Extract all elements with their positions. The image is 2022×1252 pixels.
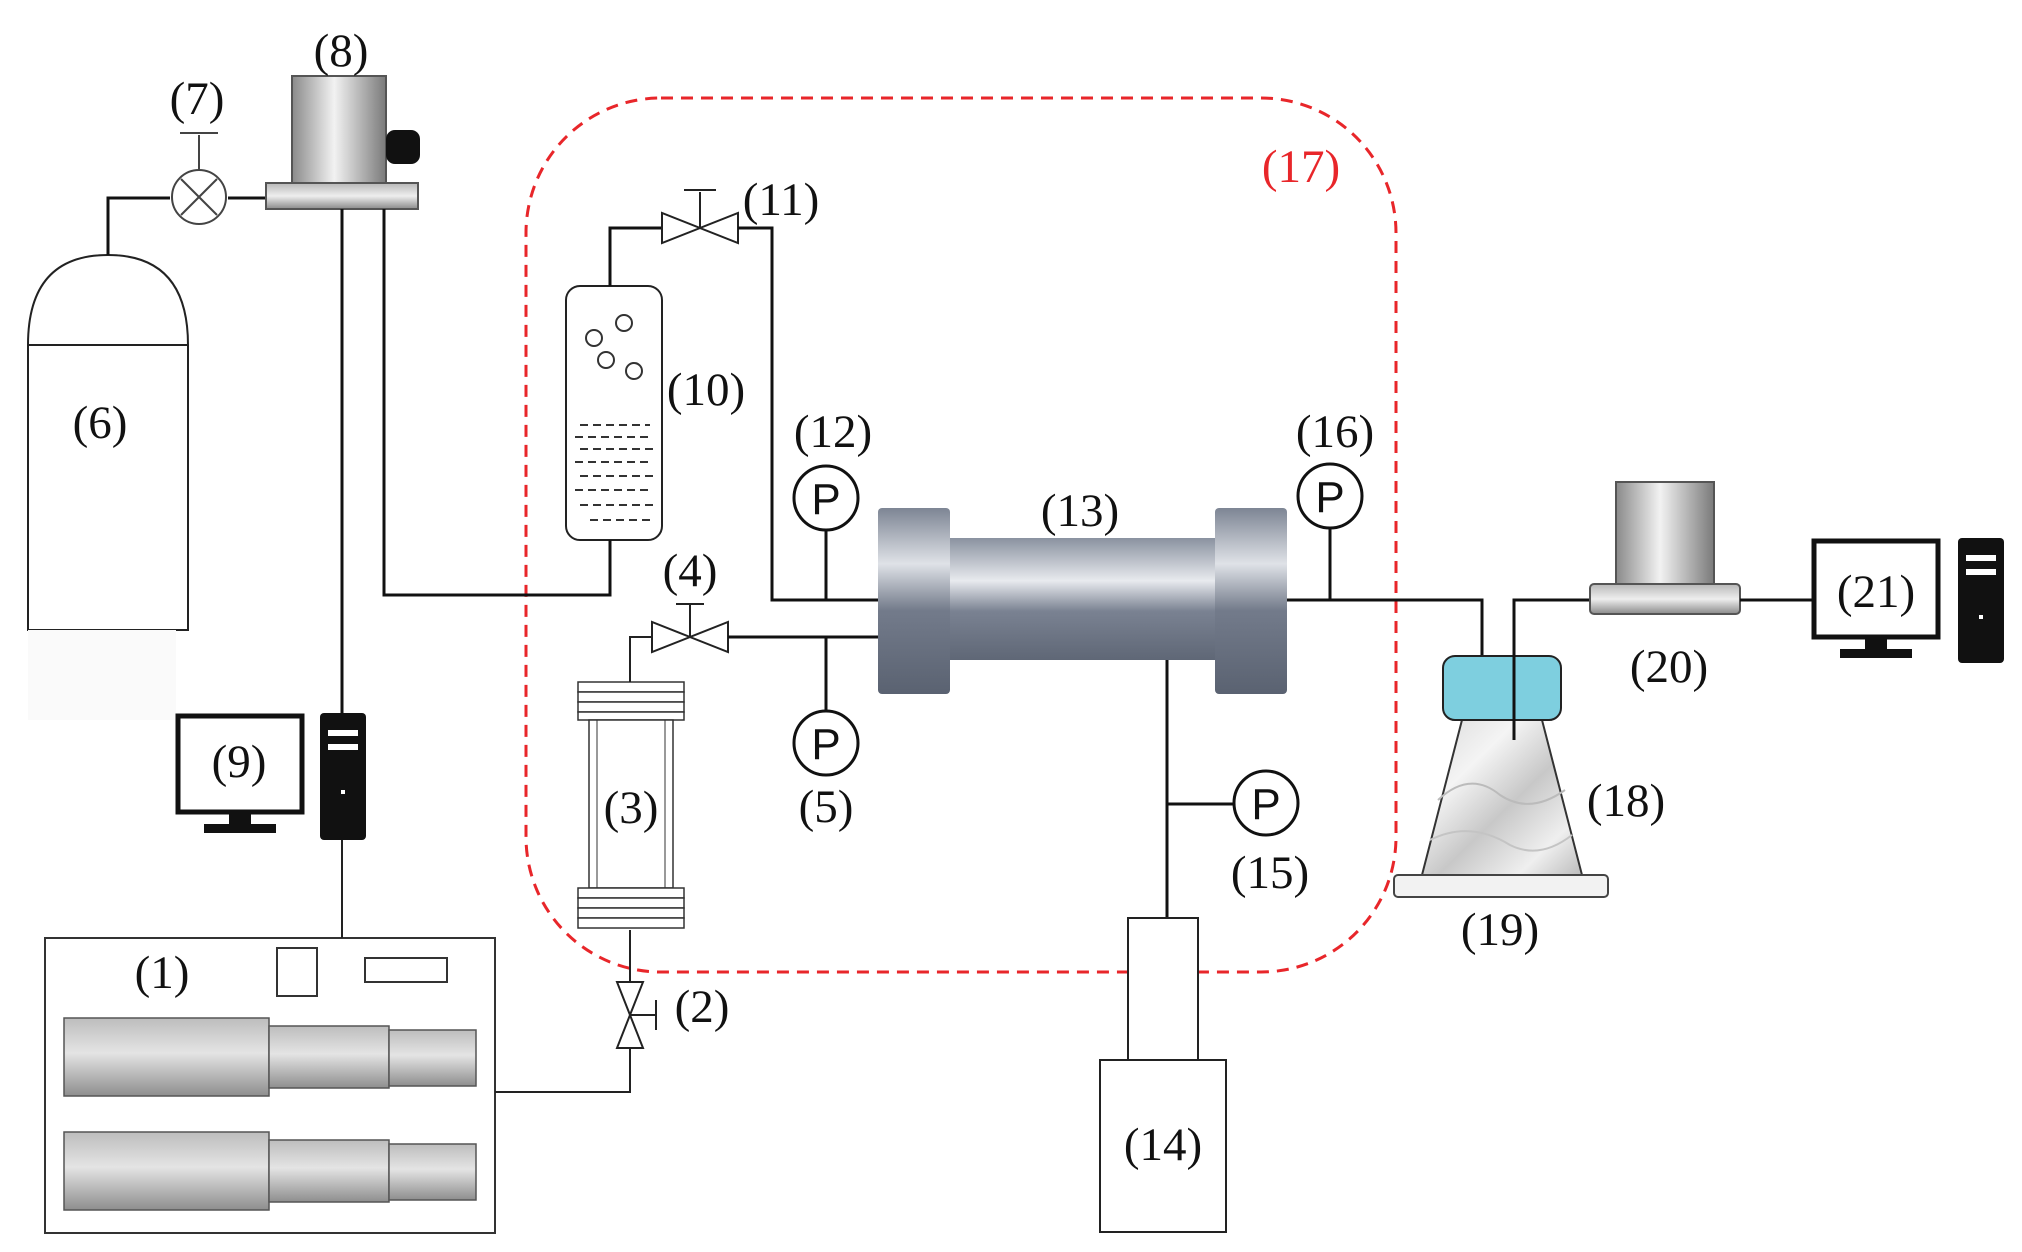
pressure-gauge-12: P [792,464,860,532]
label-12: (12) [794,406,872,458]
syringe-pump [44,937,496,1234]
computer-21-icon [1811,538,2004,663]
gauge-5-symbol: P [811,720,840,769]
transfer-cylinder-3 [577,681,685,929]
pressure-gauge-15: P [1232,769,1300,837]
regulator-8 [265,75,420,210]
label-10: (10) [667,364,745,416]
label-5: (5) [799,781,854,833]
label-3: (3) [604,782,659,834]
label-1: (1) [135,947,190,999]
core-holder-13 [878,508,1287,694]
pressure-gauge-16: P [1296,462,1364,530]
label-8: (8) [314,25,369,77]
gauge-16-symbol: P [1315,473,1344,522]
label-4: (4) [663,545,718,597]
label-19: (19) [1461,904,1539,956]
gauge-12-symbol: P [811,475,840,524]
saturator-10 [565,285,663,541]
label-11: (11) [743,174,820,226]
label-13: (13) [1041,485,1119,537]
label-9: (9) [212,736,267,788]
confining-pump-14 [1099,917,1227,1233]
computer-9-icon [175,713,366,840]
valve-4-icon [651,603,729,654]
collection-flask-18 [1420,655,1584,876]
label-6: (6) [73,397,128,449]
label-20: (20) [1630,641,1708,693]
temperature-boundary [524,96,1398,974]
label-17: (17) [1262,141,1340,193]
pipe-gas-supply [106,196,170,255]
label-14: (14) [1124,1119,1202,1171]
pressure-gauge-5: P [792,709,860,777]
valve-2-icon [615,930,657,1049]
label-15: (15) [1231,847,1309,899]
label-18: (18) [1587,775,1665,827]
gas-cylinder [27,253,189,720]
label-16: (16) [1296,406,1374,458]
valve-7-icon [171,132,227,225]
label-2: (2) [675,981,730,1033]
label-7: (7) [170,73,225,125]
gauge-15-symbol: P [1251,780,1280,829]
valve-11-icon [661,189,739,245]
label-21: (21) [1837,566,1915,618]
balance-19 [1393,874,1609,898]
gas-flowmeter-20 [1589,481,1741,615]
